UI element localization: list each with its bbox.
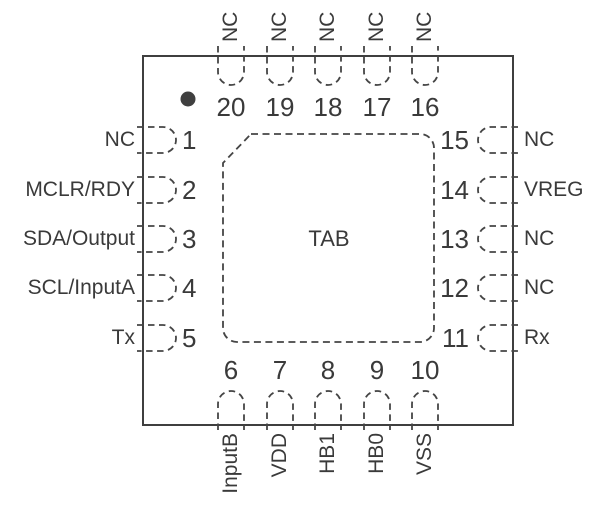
pin-pad-17	[363, 46, 391, 86]
pin-16-label: NC	[413, 11, 436, 42]
pin-12-number: 12	[440, 273, 469, 303]
pin-17-label: NC	[365, 11, 388, 42]
tab-label: TAB	[308, 226, 350, 251]
pin-13-label: NC	[524, 227, 555, 250]
pin-pad-11	[477, 324, 518, 352]
pin-pad-20	[217, 46, 245, 86]
pin-20-label: NC	[219, 11, 242, 42]
pin-pad-12	[477, 274, 518, 302]
pin-pad-3	[137, 225, 177, 253]
pin-pad-16	[411, 46, 439, 86]
pin-18-number: 18	[313, 92, 343, 122]
pin-pad-19	[266, 46, 294, 86]
pin-8-number: 8	[320, 355, 336, 385]
pin-10-label: VSS	[413, 433, 436, 476]
pin-2-number: 2	[182, 175, 197, 205]
pin-pad-13	[477, 225, 518, 253]
pin-7-label: VDD	[268, 433, 291, 478]
pin-19-number: 19	[265, 92, 295, 122]
pin-pad-9	[363, 390, 391, 430]
pin1-indicator-dot	[180, 91, 196, 107]
pin-pad-2	[137, 176, 177, 204]
pin-5-number: 5	[182, 323, 197, 353]
pin-pad-5	[137, 324, 177, 352]
pin-20-number: 20	[216, 92, 246, 122]
pin-8-label: HB1	[316, 433, 339, 474]
pin-pad-1	[137, 126, 177, 154]
pin-pad-10	[411, 390, 439, 430]
pin-pad-7	[266, 390, 294, 430]
pin-pad-4	[137, 274, 177, 302]
pin-pad-18	[314, 46, 342, 86]
pin-11-label: Rx	[524, 326, 550, 349]
pin-2-label: MCLR/RDY	[25, 178, 135, 201]
pin-4-label: SCL/InputA	[27, 276, 135, 299]
pin-17-number: 17	[362, 92, 392, 122]
pin-14-number: 14	[440, 175, 469, 205]
pin-15-number: 15	[440, 125, 469, 155]
pin-18-label: NC	[316, 11, 339, 42]
pin-10-number: 10	[410, 355, 440, 385]
pin-14-label: VREG	[524, 178, 584, 201]
pin-13-number: 13	[440, 224, 469, 254]
pin-pad-14	[477, 176, 518, 204]
thermal-tab-outline	[222, 133, 435, 343]
pin-12-label: NC	[524, 276, 555, 299]
pin-6-label: InputB	[219, 433, 242, 494]
pin-6-number: 6	[223, 355, 239, 385]
pin-4-number: 4	[182, 273, 197, 303]
pin-15-label: NC	[524, 128, 555, 151]
pin-pad-8	[314, 390, 342, 430]
pin-9-number: 9	[369, 355, 385, 385]
chip-body-outline	[142, 55, 514, 426]
pin-3-number: 3	[182, 224, 197, 254]
pin-7-number: 7	[272, 355, 288, 385]
pin-pad-15	[477, 126, 518, 154]
pin-5-label: Tx	[111, 326, 135, 349]
pin-pad-6	[217, 390, 245, 430]
pin-16-number: 16	[410, 92, 440, 122]
pin-3-label: SDA/Output	[22, 227, 135, 250]
pin-19-label: NC	[268, 11, 291, 42]
pin-11-number: 11	[442, 323, 469, 353]
pin-9-label: HB0	[365, 433, 388, 474]
pin-1-label: NC	[104, 128, 135, 151]
pin-1-number: 1	[182, 125, 197, 155]
